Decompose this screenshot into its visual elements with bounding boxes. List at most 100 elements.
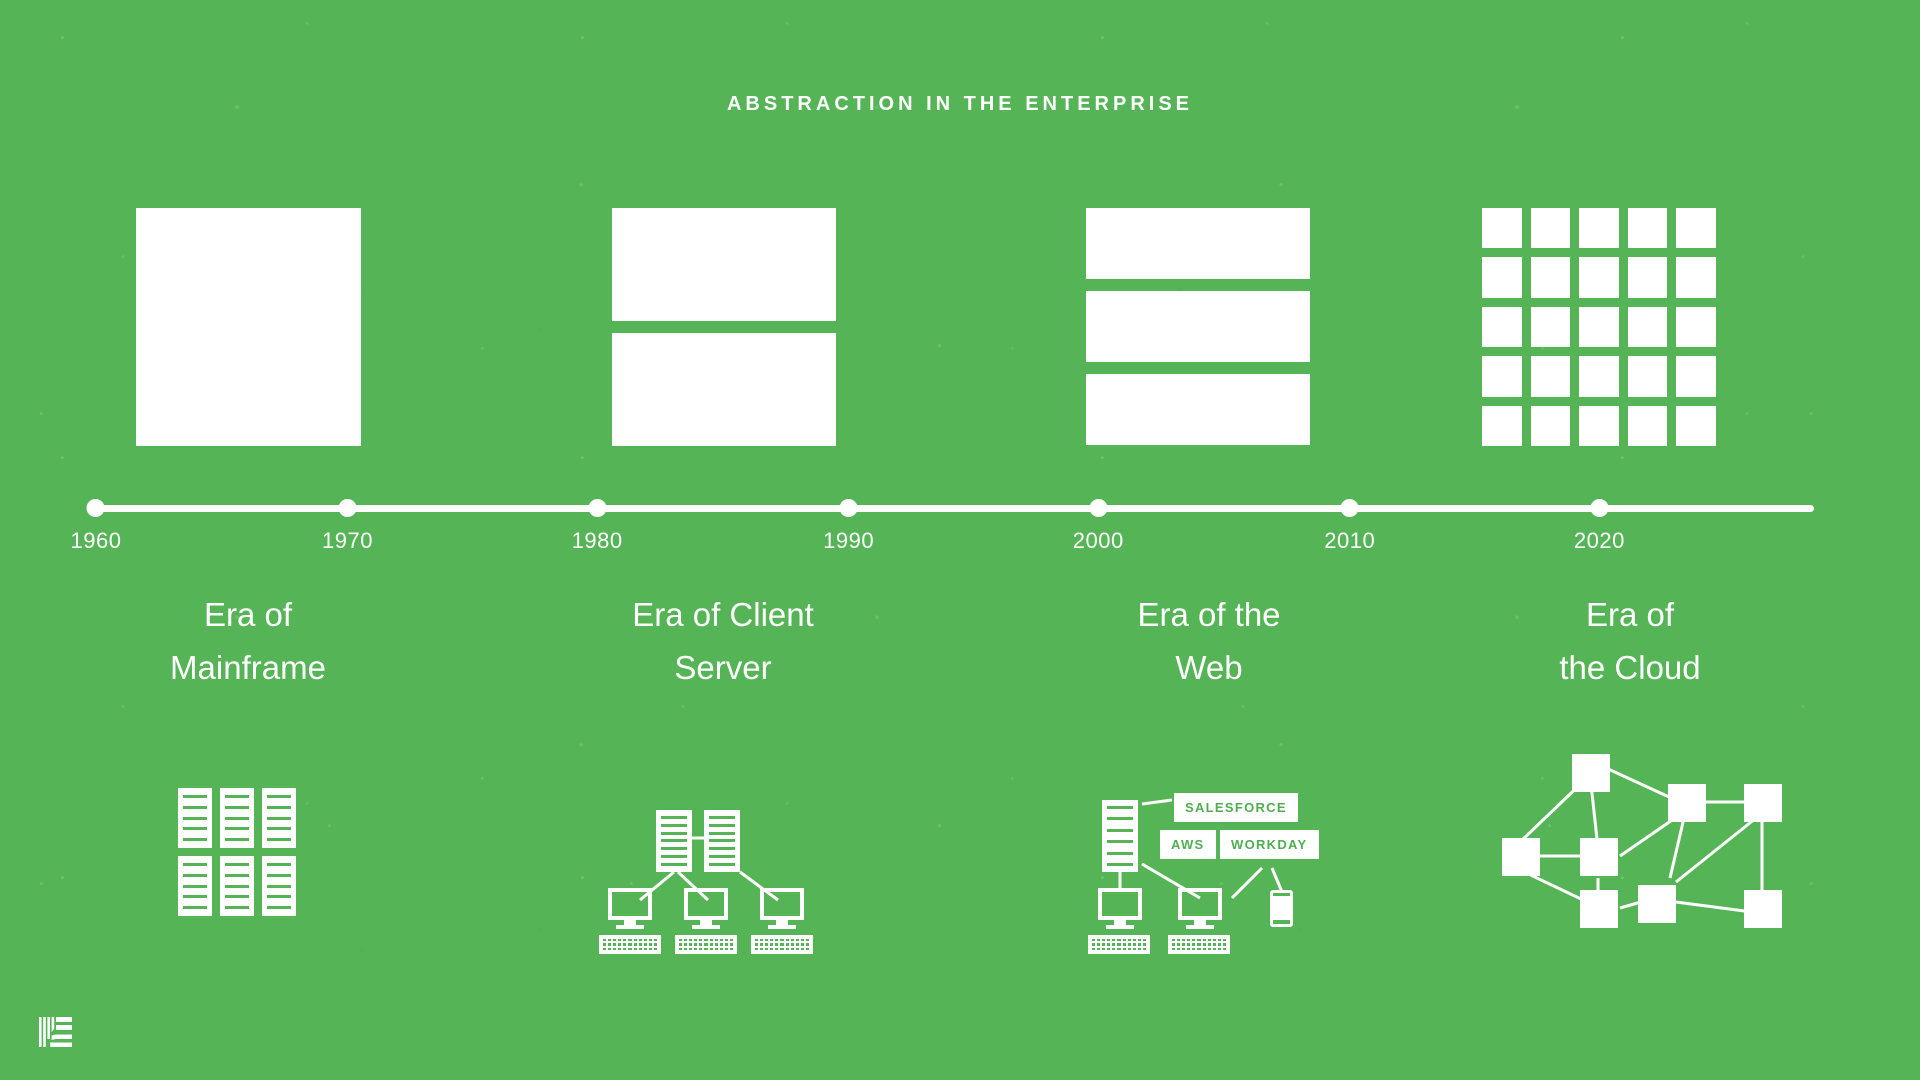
lightspeed-logo-mark[interactable] bbox=[38, 1015, 74, 1051]
keyboard-key bbox=[1222, 939, 1226, 942]
abstraction-grid-cell bbox=[1482, 356, 1522, 397]
keyboard-key bbox=[1122, 947, 1126, 950]
timeline-tick-2020[interactable]: 2020 bbox=[1574, 490, 1625, 554]
monitor-screen bbox=[1098, 888, 1142, 920]
keyboard-key bbox=[760, 943, 764, 946]
timeline-dot bbox=[1590, 499, 1609, 517]
keyboard-key bbox=[1132, 943, 1136, 946]
abstraction-grid-cell bbox=[1676, 306, 1716, 348]
server-rack bbox=[178, 856, 212, 916]
keyboard-key bbox=[1212, 947, 1216, 950]
keyboard-key bbox=[603, 939, 607, 942]
abstraction-grid-cell bbox=[1530, 405, 1571, 446]
keyboard-key bbox=[775, 943, 779, 946]
keyboard-key bbox=[628, 947, 632, 950]
abstraction-grid-cell bbox=[1676, 405, 1716, 446]
saas-pill-workday[interactable]: WORKDAY bbox=[1220, 830, 1319, 859]
keyboard-key bbox=[1172, 939, 1176, 942]
keyboard-key bbox=[1102, 943, 1106, 946]
keyboard-key bbox=[1197, 947, 1201, 950]
keyboard-key bbox=[719, 943, 723, 946]
keyboard-key bbox=[1202, 943, 1206, 946]
server-rack bbox=[220, 856, 254, 916]
server-rack-slot bbox=[709, 839, 735, 843]
keyboard-key bbox=[1132, 939, 1136, 942]
server-rack-slot bbox=[661, 831, 687, 835]
keyboard-key bbox=[1172, 947, 1176, 950]
abstraction-grid-cell bbox=[1482, 306, 1522, 348]
keyboard-key bbox=[679, 943, 683, 946]
server-rack-slot bbox=[183, 895, 207, 899]
keyboard-key bbox=[1192, 947, 1196, 950]
keyboard-key bbox=[643, 943, 647, 946]
keyboard-key bbox=[1192, 939, 1196, 942]
keyboard-key bbox=[1177, 939, 1181, 942]
keyboard-key bbox=[653, 939, 657, 942]
timeline-year-label: 1970 bbox=[322, 528, 373, 553]
server-rack-row bbox=[178, 856, 296, 916]
tablet-screen bbox=[1273, 896, 1290, 920]
timeline-tick-2000[interactable]: 2000 bbox=[1073, 490, 1124, 554]
keyboard-key bbox=[770, 943, 774, 946]
cloud-node bbox=[1668, 784, 1706, 822]
monitor-base bbox=[692, 925, 720, 929]
keyboard-key bbox=[780, 947, 784, 950]
abstraction-grid-cell bbox=[1579, 257, 1619, 298]
keyboard-key bbox=[633, 947, 637, 950]
server-rack-slot bbox=[267, 863, 291, 866]
keyboard-key bbox=[1117, 943, 1121, 946]
tablet-device bbox=[1270, 890, 1293, 927]
server-rack-slot bbox=[661, 847, 687, 851]
keyboard-key bbox=[613, 947, 617, 950]
keyboard-key bbox=[714, 939, 718, 942]
timeline-tick-2010[interactable]: 2010 bbox=[1324, 490, 1375, 554]
abstraction-diagram-cloud bbox=[1482, 208, 1716, 446]
server-rack bbox=[1102, 800, 1138, 872]
server-rack-slot bbox=[1107, 828, 1133, 832]
timeline-tick-1960[interactable]: 1960 bbox=[71, 490, 122, 554]
saas-pill-salesforce[interactable]: SALESFORCE bbox=[1174, 793, 1298, 822]
keyboard-key bbox=[790, 947, 794, 950]
timeline-tick-1980[interactable]: 1980 bbox=[572, 490, 623, 554]
timeline-dot bbox=[338, 499, 357, 517]
keyboard-key bbox=[653, 943, 657, 946]
keyboard-key bbox=[765, 939, 769, 942]
cloud-node bbox=[1744, 784, 1782, 822]
keyboard-key bbox=[613, 943, 617, 946]
keyboard-key bbox=[1197, 939, 1201, 942]
keyboard-key bbox=[628, 943, 632, 946]
abstraction-diagram-mainframe bbox=[136, 208, 361, 446]
keyboard-key bbox=[1092, 947, 1096, 950]
keyboard-key bbox=[689, 939, 693, 942]
timeline-year-label: 2000 bbox=[1072, 528, 1124, 553]
keyboard-key bbox=[1107, 947, 1111, 950]
keyboard-key bbox=[755, 939, 759, 942]
abstraction-grid-cell bbox=[1627, 306, 1668, 348]
keyboard-key bbox=[790, 939, 794, 942]
server-rack-slot bbox=[709, 816, 735, 819]
server-rack-slot bbox=[267, 906, 291, 909]
keyboard-key bbox=[795, 939, 799, 942]
keyboard-key bbox=[1112, 947, 1116, 950]
server-rack bbox=[262, 788, 296, 848]
timeline-tick-1990[interactable]: 1990 bbox=[823, 490, 874, 554]
server-rack-slot bbox=[709, 862, 735, 866]
era-label-line1: Era of bbox=[203, 596, 293, 633]
cloud-node bbox=[1638, 885, 1676, 923]
server-rack-slot bbox=[267, 805, 291, 809]
abstraction-block bbox=[612, 333, 836, 446]
keyboard-key bbox=[1217, 947, 1221, 950]
keyboard-key bbox=[1092, 943, 1096, 946]
keyboard-key bbox=[1192, 943, 1196, 946]
server-rack-slot bbox=[1107, 817, 1133, 821]
keyboard-key bbox=[775, 947, 779, 950]
timeline-tick-1970[interactable]: 1970 bbox=[322, 490, 373, 554]
cloud-node bbox=[1580, 890, 1618, 928]
keyboard-key bbox=[608, 939, 612, 942]
server-rack-slot bbox=[225, 838, 249, 841]
saas-pill-aws[interactable]: AWS bbox=[1160, 830, 1216, 859]
keyboard-key bbox=[648, 947, 652, 950]
keyboard-key bbox=[1122, 939, 1126, 942]
keyboard-key bbox=[1187, 943, 1191, 946]
keyboard-key bbox=[724, 943, 728, 946]
